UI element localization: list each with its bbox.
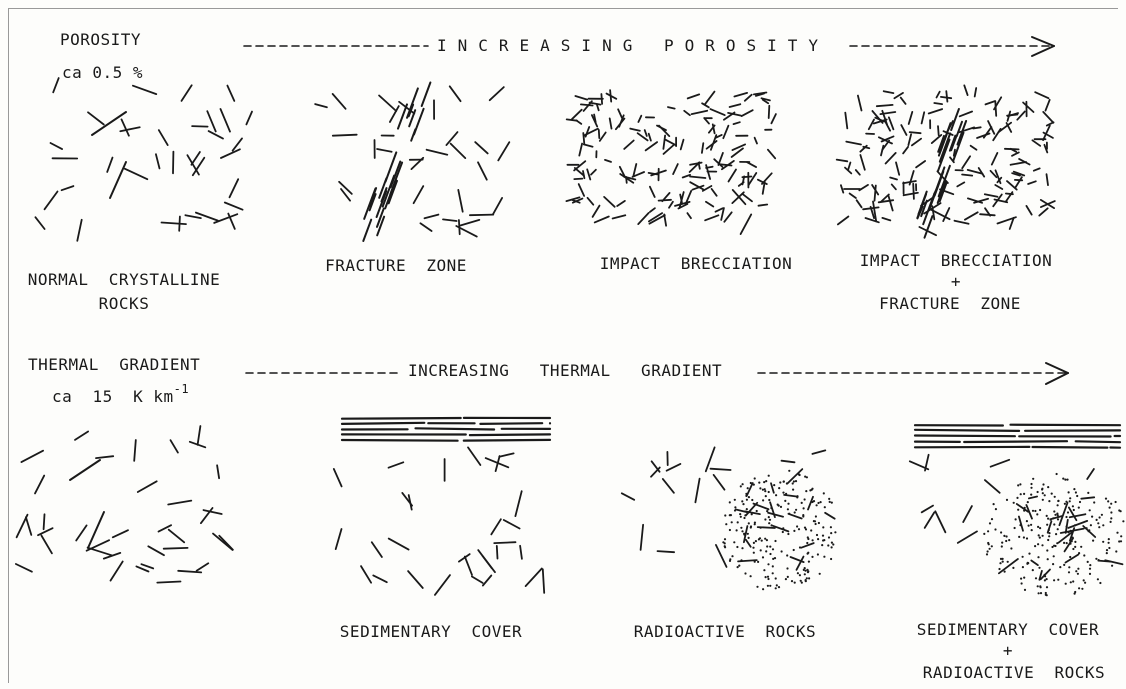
texture-sedimentary-cover (334, 418, 550, 595)
texture-fracture-zone (315, 83, 509, 242)
texture-impact-fracture (837, 85, 1055, 237)
texture-radioactive-rocks (622, 447, 837, 590)
texture-impact-brecciation (566, 90, 776, 234)
texture-sed-radioactive (910, 425, 1125, 597)
thermal-arrow (246, 363, 1068, 384)
porosity-arrow (244, 37, 1054, 56)
texture-normal-rocks-2 (16, 426, 233, 583)
texture-normal-crystalline (35, 78, 252, 241)
